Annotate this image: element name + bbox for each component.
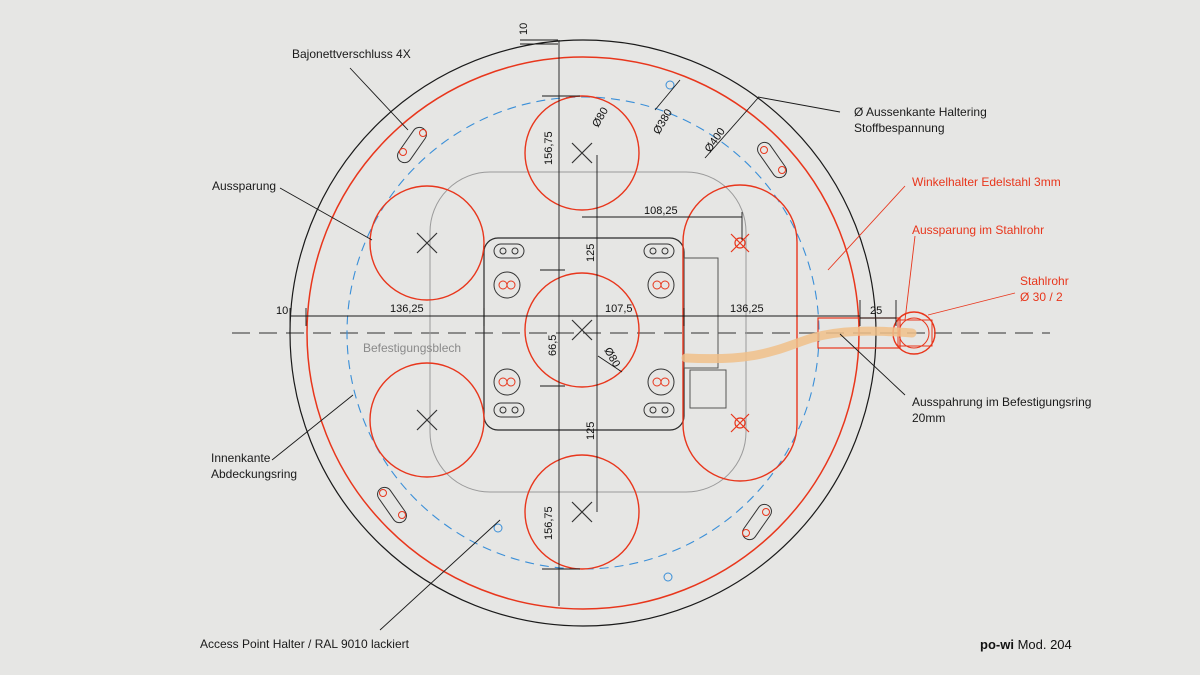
dim-25: 25 [870,305,882,317]
keyhole-slot [493,402,525,418]
bayonet-lock-bottom-left [377,486,407,524]
leader-stahlrohr-cutout [904,235,916,321]
keyhole-slot [493,243,525,259]
x-mark-top [571,142,593,164]
leader-aussparung [279,187,373,241]
cutout-left-upper [369,185,485,301]
dim-top-height: 156,75 [543,131,555,165]
dim-left-gap: 10 [276,305,288,317]
dim-hole-top: Ø80 [590,105,611,129]
leader-aussenkante [757,96,841,113]
leader-bajonett [349,67,409,131]
dim-108: 108,25 [644,205,678,217]
cutout-slot-right [682,184,798,482]
cutout-bottom [524,454,640,570]
leader-ring-cutout [839,333,906,396]
mounting-plate [483,237,685,431]
dim-125-top: 125 [585,244,597,262]
leader-access-point [379,519,501,631]
cable [681,326,917,364]
bayonet-lock-top-right [757,141,787,179]
dim-top-gap: 10 [518,23,530,35]
label-access-point: Access Point Halter / RAL 9010 lackiert [200,637,409,651]
dim-right: 136,25 [730,303,764,315]
label-bajonettverschluss: Bajonettverschluss 4X [292,47,411,61]
keyhole-slot [643,402,675,418]
dim-125-bottom: 125 [585,422,597,440]
dim-400: Ø400 [703,126,728,155]
plate-tab-lower [689,369,727,409]
bayonet-lock-bottom-right [742,503,772,541]
x-mark-slot-upper [730,233,750,253]
cutout-top [524,95,640,211]
dim-bottom-height: 156,75 [543,506,555,540]
brand-name: po-wi [980,637,1014,652]
cutout-center [524,272,640,388]
label-innenkante: Innenkante [211,451,271,465]
screw-boss [647,368,675,396]
dim-1075: 107,5 [605,303,633,315]
x-mark-bottom [571,501,593,523]
label-aussparung-stahlrohr: Aussparung im Stahlrohr [912,223,1045,237]
mounting-plate-outline [429,171,747,493]
x-mark-left-upper [416,232,438,254]
label-aussparung-ring-2: 20mm [912,411,946,425]
x-mark-slot-lower [730,413,750,433]
label-winkelhalter: Winkelhalter Edelstahl 3mm [912,175,1061,189]
plate-tab-upper [683,257,719,369]
dim-hole-center: Ø80 [601,346,622,370]
brand-label: po-wi Mod. 204 [980,637,1072,652]
leader-innenkante [271,394,354,461]
screw-boss [493,271,521,299]
leader-stahlrohr [927,292,1016,316]
x-mark-left-lower [416,409,438,431]
label-stahlrohr: Stahlrohr [1020,274,1069,288]
label-stoffbespannung: Stoffbespannung [854,121,945,135]
keyhole-slot [643,243,675,259]
x-mark-center [571,319,593,341]
screw-boss [647,271,675,299]
screw-boss [493,368,521,396]
label-aussparung: Aussparung [212,179,277,193]
bayonet-lock-top-left [397,126,427,164]
label-aussenkante: Ø Aussenkante Haltering [854,105,987,119]
label-abdeckungsring: Abdeckungsring [211,467,298,481]
dim-665: 66,5 [547,335,559,356]
brand-model: Mod. 204 [1017,637,1072,652]
label-stahlrohr-dim: Ø 30 / 2 [1020,290,1063,304]
label-aussparung-ring-1: Ausspahrung im Befestigungsring [912,395,1092,409]
label-befestigungsblech: Befestigungsblech [363,341,462,355]
leader-winkelhalter [827,185,906,271]
dim-380: Ø380 [651,107,675,136]
dim-left: 136,25 [390,303,424,315]
cutout-left-lower [369,362,485,478]
